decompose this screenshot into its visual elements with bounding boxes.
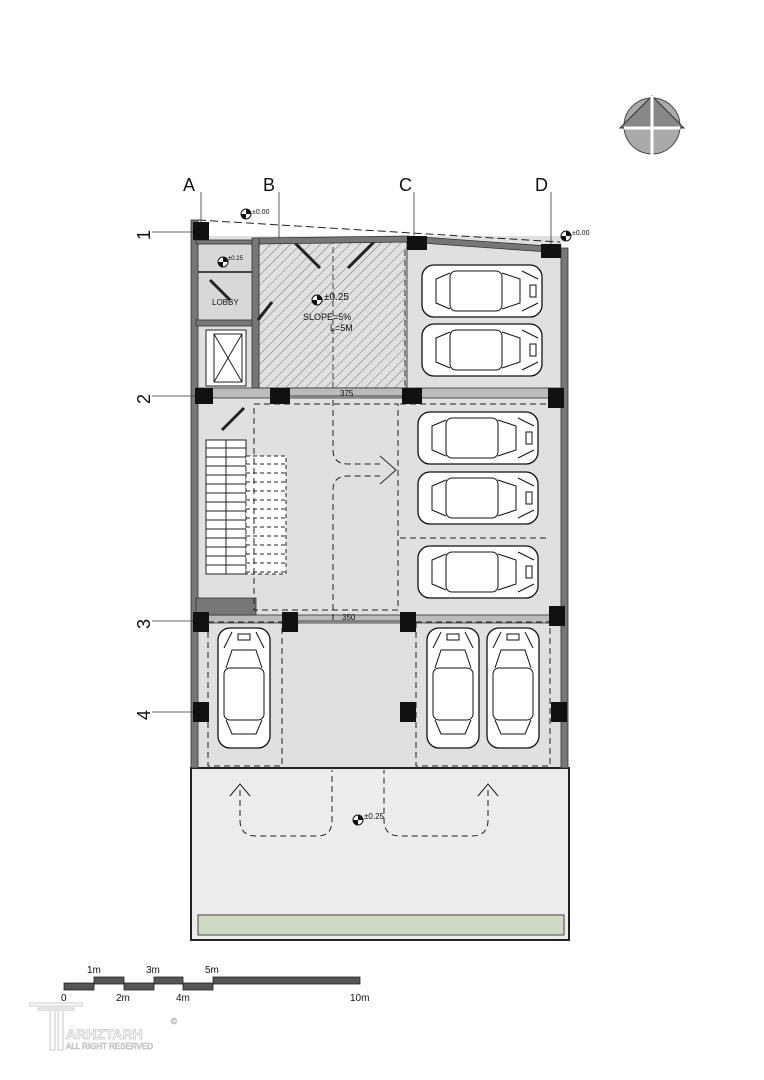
svg-text:ARHZTARH: ARHZTARH [66,1026,143,1042]
scale-label-4m: 4m [176,993,190,1004]
planter-strip [197,914,565,936]
scale-label-3m: 3m [146,965,160,976]
ramp-length-label: L=5M [330,323,353,333]
dimension-lower: 350 [342,613,356,622]
lobby-room [197,243,253,321]
grid-label-c: C [399,175,412,195]
lobby-label: LOBBY [212,298,239,307]
grid-column-labels: A B C D [183,175,548,195]
structural-columns [193,222,567,722]
grid-row-labels: 1 2 3 4 [134,230,154,720]
scale-label-10m: 10m [350,993,369,1004]
grid-label-1: 1 [134,230,154,240]
level-entry-right: ±0.00 [572,230,590,237]
scale-label-2m: 2m [116,993,130,1004]
grid-label-3: 3 [134,619,154,629]
grid-label-4: 4 [134,710,154,720]
ramp-slope-label: SLOPE=5% [303,312,351,322]
staircase [205,439,287,575]
svg-text:©: © [171,1017,177,1026]
grid-label-b: B [263,175,275,195]
level-lobby-landing: ±0.25 [228,256,244,262]
scale-label-5m: 5m [205,965,219,976]
level-front-yard: ±0.25 [364,812,385,821]
grid-label-d: D [535,175,548,195]
watermark-logo: ARHZTARH ALL RIGHT RESERVED © [29,1002,177,1051]
grid-label-2: 2 [134,394,154,404]
level-ramp: ±0.25 [324,292,349,303]
north-arrow-icon [618,95,686,156]
scale-label-1m: 1m [87,965,101,976]
svg-text:ALL RIGHT RESERVED: ALL RIGHT RESERVED [66,1042,153,1051]
level-entry-top: ±0.00 [252,209,270,216]
front-yard [190,767,570,941]
dimension-upper: 375 [340,389,354,398]
grid-label-a: A [183,175,195,195]
scale-label-0: 0 [61,993,67,1004]
scale-bar [63,976,361,991]
